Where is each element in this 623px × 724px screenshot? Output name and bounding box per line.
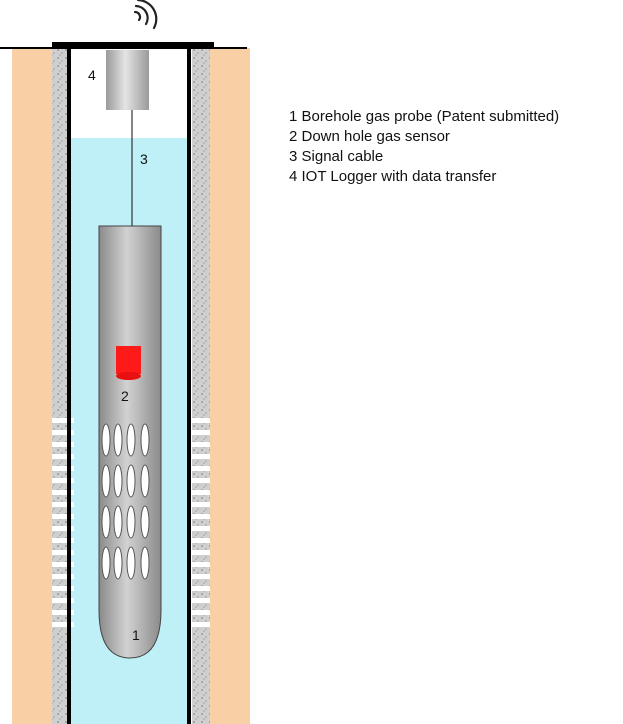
probe-hole: [126, 423, 136, 457]
screen-slot: [188, 466, 210, 471]
casing-left: [67, 48, 71, 724]
well-cap: [52, 42, 214, 48]
probe-hole: [101, 423, 111, 457]
screen-slot: [52, 538, 74, 543]
probe-hole: [113, 423, 123, 457]
screen-slot: [52, 430, 74, 435]
probe-hole: [140, 464, 150, 498]
probe-hole: [126, 546, 136, 580]
screen-slot: [188, 562, 210, 567]
screen-slot: [52, 442, 74, 447]
screen-slot: [52, 598, 74, 603]
sensor-number-label: 2: [121, 388, 129, 404]
gas-sensor-base: [116, 372, 141, 380]
legend-item-sensor: 2 Down hole gas sensor: [289, 128, 450, 145]
probe-hole: [126, 505, 136, 539]
screen-slot: [188, 526, 210, 531]
screen-slot: [52, 466, 74, 471]
screen-slots: [52, 418, 210, 627]
screen-slot: [52, 502, 74, 507]
legend-item-logger: 4 IOT Logger with data transfer: [289, 168, 497, 185]
screen-slot: [52, 454, 74, 459]
screen-slot: [188, 574, 210, 579]
legend-item-cable: 3 Signal cable: [289, 148, 384, 165]
screen-slot: [52, 478, 74, 483]
screen-slot: [188, 430, 210, 435]
screen-slot: [188, 514, 210, 519]
screen-slot: [52, 514, 74, 519]
probe-hole: [101, 464, 111, 498]
screen-slot: [188, 538, 210, 543]
screen-slot: [188, 454, 210, 459]
screen-slot: [52, 418, 74, 423]
logger-number-label: 4: [88, 67, 96, 83]
screen-slot: [188, 502, 210, 507]
screen-slot: [188, 622, 210, 627]
legend: 1 Borehole gas probe (Patent submitted) …: [289, 107, 559, 187]
screen-slot: [188, 550, 210, 555]
probe-hole: [113, 505, 123, 539]
screen-slot: [188, 418, 210, 423]
screen-slot: [52, 490, 74, 495]
screen-slot: [52, 550, 74, 555]
soil-right: [210, 48, 250, 724]
cable-number-label: 3: [140, 151, 148, 167]
probe-hole: [140, 423, 150, 457]
soil-left: [12, 48, 52, 724]
probe-number-label: 1: [132, 627, 140, 643]
probe-hole: [140, 505, 150, 539]
screen-slot: [52, 610, 74, 615]
screen-slot: [188, 598, 210, 603]
screen-slot: [52, 586, 74, 591]
casing-right: [187, 48, 191, 724]
probe-hole: [126, 464, 136, 498]
probe-hole: [101, 546, 111, 580]
probe-hole: [113, 464, 123, 498]
probe-hole: [101, 505, 111, 539]
screen-slot: [188, 442, 210, 447]
screen-slot: [52, 574, 74, 579]
probe-perforations: [101, 423, 150, 580]
screen-slot: [52, 526, 74, 531]
probe-hole: [113, 546, 123, 580]
screen-slot: [188, 610, 210, 615]
screen-slot: [52, 562, 74, 567]
screen-slot: [52, 622, 74, 627]
screen-slot: [188, 490, 210, 495]
legend-item-probe: 1 Borehole gas probe (Patent submitted): [289, 108, 560, 125]
gas-sensor: [116, 346, 141, 374]
iot-logger: [106, 50, 149, 110]
screen-slot: [188, 586, 210, 591]
screen-slot: [188, 478, 210, 483]
wireless-signal-icon: [133, 0, 158, 30]
probe-hole: [140, 546, 150, 580]
